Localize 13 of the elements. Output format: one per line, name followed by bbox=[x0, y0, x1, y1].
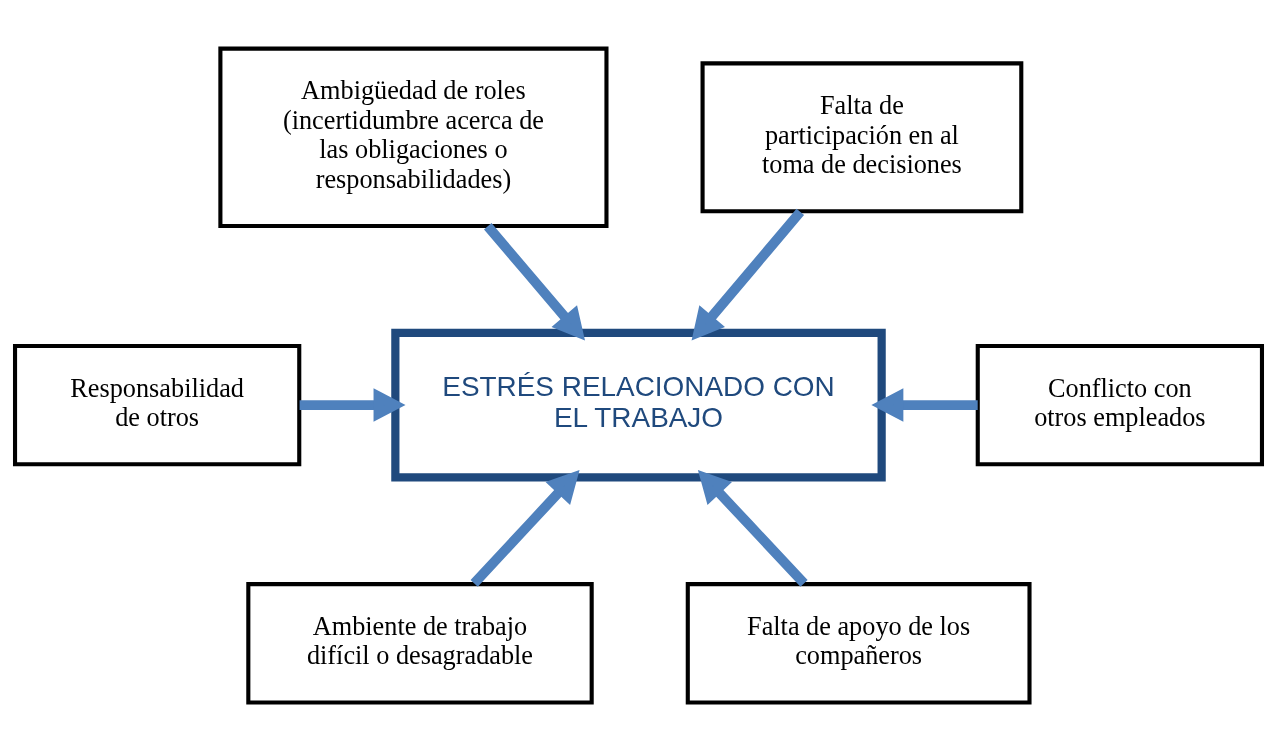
arrow bbox=[484, 223, 585, 341]
arrow bbox=[871, 388, 978, 422]
node-box: Responsabilidad de otros bbox=[13, 343, 302, 467]
arrow bbox=[299, 388, 406, 422]
arrow bbox=[697, 470, 808, 587]
node-box: Ambigüedad de roles (incertidumbre acerca de las obligaciones o responsabilidades) bbox=[218, 46, 609, 229]
node-box: Falta de apoyo de los compañeros bbox=[685, 582, 1032, 705]
node-box: Conflicto con otros empleados bbox=[975, 343, 1264, 467]
node-box: Ambiente de trabajo difícil o desagradable bbox=[246, 582, 594, 705]
arrow bbox=[691, 208, 805, 341]
arrow bbox=[470, 470, 580, 587]
node-box: ESTRÉS RELACIONADO CON EL TRABAJO bbox=[391, 328, 886, 482]
node-box: Falta de participación en al toma de decisiones bbox=[700, 61, 1024, 214]
